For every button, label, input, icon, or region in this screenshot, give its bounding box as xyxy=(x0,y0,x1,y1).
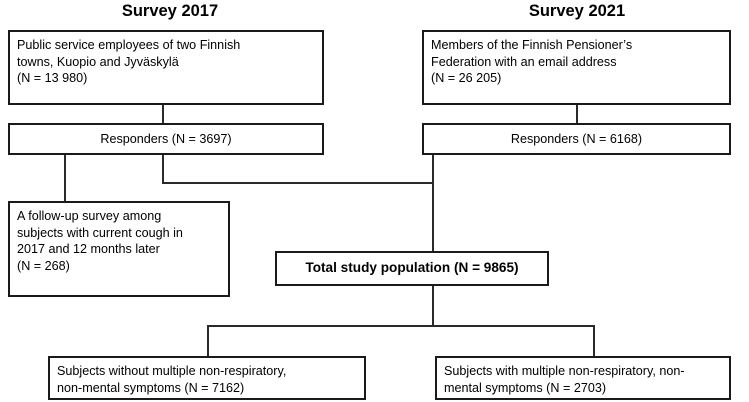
connector-split-right-drop xyxy=(593,325,596,358)
box-source-2017-line3: (N = 13 980) xyxy=(17,71,88,86)
connector-total-splitbar xyxy=(207,325,595,328)
box-source-2021-line1: Members of the Finnish Pensioner’s xyxy=(431,38,633,52)
box-responders-2017: Responders (N = 3697) xyxy=(8,123,324,155)
box-without-multiple-symptoms: Subjects without multiple non-respirator… xyxy=(48,356,366,400)
connector-source2021-to-responders2021 xyxy=(576,104,579,124)
box-source-2017: Public service employees of two Finnish … xyxy=(8,30,324,105)
box-source-2017-line1: Public service employees of two Finnish xyxy=(17,38,241,52)
box-followup-line4: (N = 268) xyxy=(17,259,70,274)
box-responders-2021: Responders (N = 6168) xyxy=(422,123,731,155)
box-source-2021: Members of the Finnish Pensioner’s Feder… xyxy=(422,30,731,105)
connector-responders2017-crossbar xyxy=(162,182,434,185)
connector-responders2017-drop xyxy=(162,154,165,184)
box-with-line2: mental symptoms (N = 2703) xyxy=(444,380,607,395)
heading-survey-2017: Survey 2017 xyxy=(121,2,219,20)
box-total-label: Total study population (N = 9865) xyxy=(305,260,519,276)
box-with-line1: Subjects with multiple non-respiratory, … xyxy=(444,364,685,378)
box-followup-line2: subjects with current cough in xyxy=(17,225,183,240)
connector-responders2021-to-total xyxy=(432,154,435,252)
box-responders-2017-label: Responders (N = 3697) xyxy=(100,131,232,146)
box-without-line1: Subjects without multiple non-respirator… xyxy=(57,364,287,378)
box-with-multiple-symptoms: Subjects with multiple non-respiratory, … xyxy=(435,356,731,400)
heading-survey-2021: Survey 2021 xyxy=(528,2,626,20)
box-responders-2021-label: Responders (N = 6168) xyxy=(510,131,643,146)
connector-source2017-to-responders2017 xyxy=(162,104,165,124)
connector-total-drop xyxy=(432,285,435,327)
box-followup-line3: 2017 and 12 months later xyxy=(17,242,160,257)
box-source-2021-line3: (N = 26 205) xyxy=(431,71,502,86)
box-source-2021-line2: Federation with an email address xyxy=(431,54,617,69)
box-without-line2: non-mental symptoms (N = 7162) xyxy=(57,380,245,395)
box-source-2017-line2: towns, Kuopio and Jyväskylä xyxy=(17,54,179,69)
box-followup-line1: A follow-up survey among xyxy=(17,209,162,223)
box-followup-survey: A follow-up survey among subjects with c… xyxy=(8,201,230,297)
connector-responders2017-to-followup xyxy=(64,154,67,202)
box-total-study-population: Total study population (N = 9865) xyxy=(275,251,549,286)
connector-split-left-drop xyxy=(207,325,210,358)
